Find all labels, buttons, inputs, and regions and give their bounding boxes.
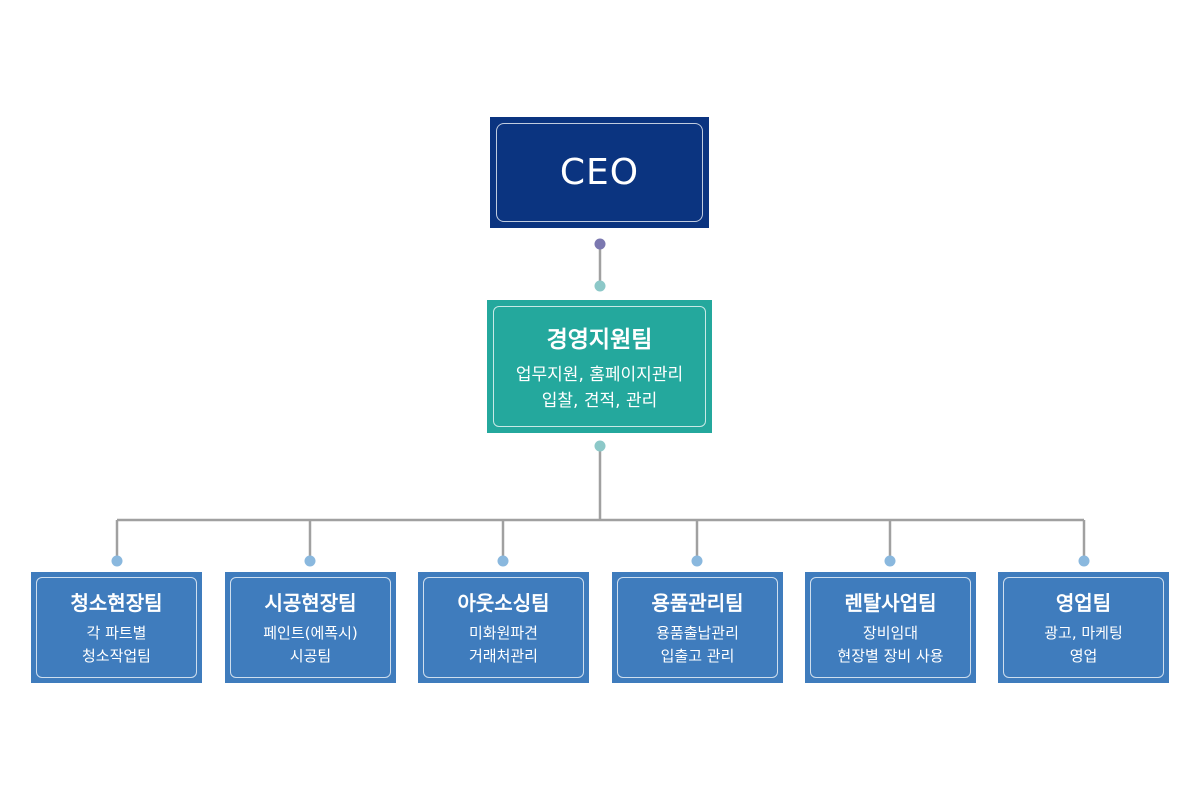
team-duty-line: 청소작업팀: [81, 647, 151, 665]
management-duty-line: 업무지원, 홈페이지관리: [515, 364, 684, 385]
management-title: 경영지원팀: [546, 326, 653, 353]
team-node-sales: 영업팀 광고, 마케팅 영업: [998, 572, 1169, 683]
team-title: 영업팀: [1055, 591, 1112, 615]
team-node-construction-site: 시공현장팀 페인트(에폭시) 시공팀: [225, 572, 396, 683]
connector-dot: [884, 555, 896, 567]
team-title: 시공현장팀: [264, 591, 357, 615]
connector-dot: [497, 555, 509, 567]
team-title: 용품관리팀: [651, 591, 744, 615]
ceo-node-frame: CEO: [496, 123, 703, 222]
team-duty-line: 거래처관리: [468, 647, 538, 665]
team-node-supplies: 용품관리팀 용품출납관리 입출고 관리: [612, 572, 783, 683]
team-duty-line: 장비임대: [862, 624, 919, 642]
connector-dot: [1078, 555, 1090, 567]
team-duty-line: 입출고 관리: [660, 647, 735, 665]
team-duty-line: 영업: [1069, 647, 1098, 665]
ceo-title: CEO: [559, 152, 640, 193]
connector-dot: [594, 238, 606, 250]
team-duty-line: 용품출납관리: [656, 624, 739, 642]
team-node-cleaning-site: 청소현장팀 각 파트별 청소작업팀: [31, 572, 202, 683]
team-node-outsourcing: 아웃소싱팀 미화원파견 거래처관리: [418, 572, 589, 683]
team-duty-line: 광고, 마케팅: [1044, 624, 1123, 642]
management-duty-line: 입찰, 견적, 관리: [541, 390, 658, 411]
team-title: 청소현장팀: [70, 591, 163, 615]
connector-dot: [594, 280, 606, 292]
team-title: 아웃소싱팀: [457, 591, 550, 615]
team-duty-line: 페인트(에폭시): [263, 624, 358, 642]
connector-dot: [304, 555, 316, 567]
team-duty-line: 미화원파견: [468, 624, 538, 642]
management-support-node: 경영지원팀 업무지원, 홈페이지관리 입찰, 견적, 관리: [487, 300, 712, 433]
management-node-frame: 경영지원팀 업무지원, 홈페이지관리 입찰, 견적, 관리: [493, 306, 706, 427]
team-duty-line: 현장별 장비 사용: [837, 647, 944, 665]
team-duty-line: 시공팀: [289, 647, 332, 665]
connector-dot: [691, 555, 703, 567]
team-node-rental: 렌탈사업팀 장비임대 현장별 장비 사용: [805, 572, 976, 683]
connector-dot: [111, 555, 123, 567]
connector-dot: [594, 440, 606, 452]
team-title: 렌탈사업팀: [844, 591, 937, 615]
ceo-node: CEO: [490, 117, 709, 228]
team-duty-line: 각 파트별: [86, 624, 147, 642]
